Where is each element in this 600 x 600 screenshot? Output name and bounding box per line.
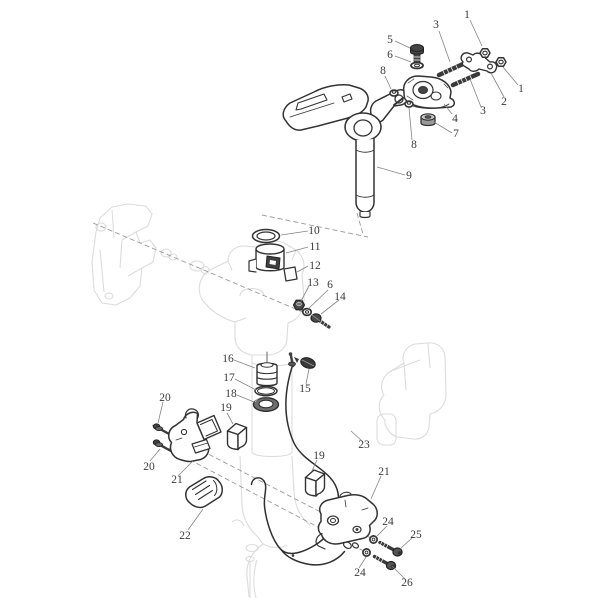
faint-left-clamp-bracket xyxy=(91,203,157,306)
part-number-label: 20 xyxy=(159,392,171,404)
part-number-label: 7 xyxy=(453,128,459,140)
part-number-label: 24 xyxy=(382,516,394,528)
ring-axis-dashed-line xyxy=(261,214,369,238)
clamp-lever-bracket-left xyxy=(167,408,222,463)
grease-fitting xyxy=(288,352,316,369)
tilt-axis-dashed-line xyxy=(92,222,306,314)
lock-cable xyxy=(250,366,360,566)
ring-washer xyxy=(251,228,281,244)
part-number-label: 8 xyxy=(380,65,386,77)
part-number-label: 3 xyxy=(433,19,439,31)
part-number-label: 22 xyxy=(179,530,191,542)
swivel-mount-bracket xyxy=(393,75,455,109)
bushing-cap xyxy=(420,113,436,127)
part-number-label: 6 xyxy=(387,49,393,61)
hex-bolt xyxy=(378,540,403,557)
part-number-label: 16 xyxy=(222,353,234,365)
washer xyxy=(410,61,424,70)
rubber-block xyxy=(304,469,326,497)
part-number-label: 25 xyxy=(410,529,422,541)
part-number-label: 12 xyxy=(309,260,321,272)
pivot-washer xyxy=(301,307,313,317)
ribbed-bushing-stack xyxy=(256,351,278,387)
part-number-label: 10 xyxy=(308,225,320,237)
small-bolts xyxy=(152,423,173,453)
part-number-label: 17 xyxy=(223,372,235,384)
part-number-label: 15 xyxy=(299,383,311,395)
part-number-label: 18 xyxy=(225,388,237,400)
part-number-label: 4 xyxy=(452,113,458,125)
part-number-label: 21 xyxy=(171,474,183,486)
hex-bolt xyxy=(372,554,397,571)
part-number-label: 3 xyxy=(480,105,486,117)
part-number-label: 2 xyxy=(501,96,507,108)
pivot-nut xyxy=(292,299,306,311)
part-number-label: 1 xyxy=(464,9,470,21)
faint-reference-parts xyxy=(91,203,447,599)
faint-right-clamp-bracket xyxy=(376,342,447,446)
bushing-sleeve xyxy=(248,243,285,273)
ribbed-mount-block xyxy=(185,476,223,509)
part-number-label: 21 xyxy=(378,466,390,478)
part-number-label: 26 xyxy=(401,577,413,589)
part-number-label: 1 xyxy=(518,83,524,95)
faint-axis-bushings xyxy=(160,248,210,275)
parts xyxy=(152,44,507,571)
part-number-label: 23 xyxy=(358,439,370,451)
part-number-label: 20 xyxy=(143,461,155,473)
part-number-label: 14 xyxy=(334,291,346,303)
shaft-axis-dashed-line xyxy=(356,212,364,235)
part-number-label: 19 xyxy=(313,450,325,462)
part-number-label: 8 xyxy=(411,139,417,151)
part-number-label: 5 xyxy=(387,34,393,46)
washers xyxy=(362,535,378,557)
rubber-block xyxy=(226,422,248,451)
hex-nuts xyxy=(479,47,507,68)
part-number-label: 9 xyxy=(406,170,412,182)
part-number-label: 6 xyxy=(327,279,333,291)
steering-arm xyxy=(282,84,409,219)
studs xyxy=(436,61,481,88)
pivot-bolt xyxy=(310,313,331,329)
part-number-label: 13 xyxy=(307,277,319,289)
swivel-shaft xyxy=(355,138,375,213)
leader-lines xyxy=(149,19,519,580)
part-number-label: 11 xyxy=(309,241,321,253)
key-plate xyxy=(283,266,298,282)
faint-swivel-bracket xyxy=(198,240,311,599)
small-flange-nuts xyxy=(389,89,414,108)
link-plate xyxy=(460,52,498,74)
part-number-label: 19 xyxy=(220,402,232,414)
part-number-label: 24 xyxy=(354,567,366,579)
seal-ring xyxy=(252,396,280,413)
clamp-lever-bracket-right xyxy=(315,491,378,550)
o-ring xyxy=(254,385,278,397)
